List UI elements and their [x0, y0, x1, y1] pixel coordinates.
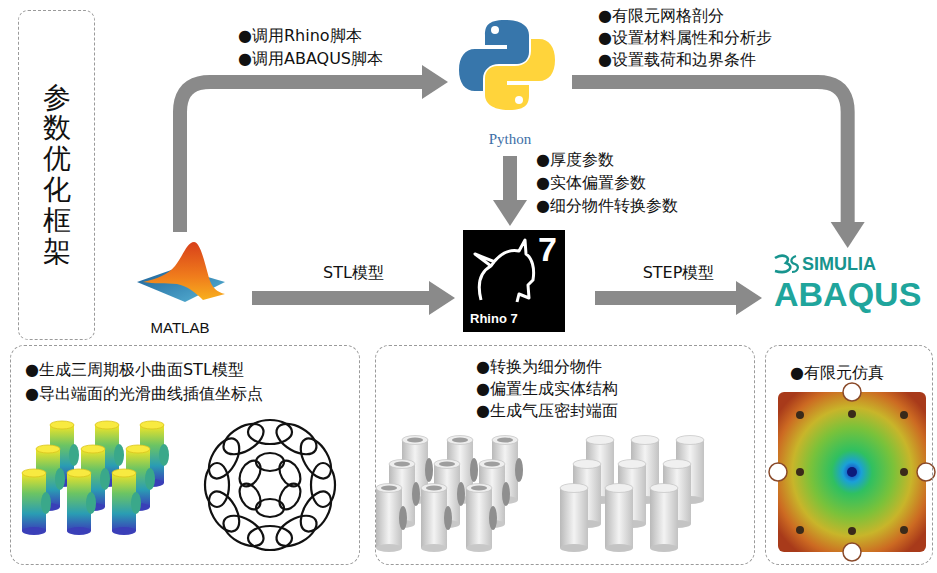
software-name: MATLAB — [151, 319, 210, 336]
brand-name: SIMULIA — [802, 254, 921, 276]
bullet-text: ●有限元仿真 — [790, 362, 922, 384]
abaqus-node: SIMULIAABAQUS — [770, 252, 925, 315]
illustration-part — [900, 526, 908, 534]
illustration-part — [769, 463, 787, 481]
arrow-shaft — [180, 82, 423, 232]
illustration-part — [466, 484, 497, 553]
arrow-head — [429, 281, 455, 315]
arrow-head — [422, 65, 448, 99]
illustration-part — [491, 26, 499, 34]
illustration-part — [796, 411, 804, 419]
bullet-text: ●转换为细分物件 — [476, 356, 740, 378]
solid-model-art — [560, 436, 704, 553]
illustration-part — [900, 468, 908, 476]
software-name: Python — [489, 131, 532, 148]
software-name: Rhino 7 — [470, 311, 518, 326]
step-panel: ●生成三周期极小曲面STL模型●导出端面的光滑曲线插值坐标点 — [10, 345, 360, 565]
software-name: ABAQUS — [774, 276, 921, 313]
illustration-part — [143, 242, 225, 300]
edge-label: STL模型 — [323, 263, 384, 283]
illustration-part — [796, 526, 804, 534]
arrow-shaft — [595, 291, 737, 305]
bullet-note: ●设置材料属性和分析步 — [598, 28, 772, 48]
illustration-part — [515, 96, 523, 104]
illustration-part — [421, 484, 452, 553]
simulia-symbol — [775, 256, 798, 272]
illustration-part — [848, 527, 856, 535]
illustration-part — [605, 484, 633, 553]
framework-panel: 参数优化框架 — [18, 10, 95, 340]
illustration-part — [848, 410, 856, 418]
edge-label: STEP模型 — [643, 263, 715, 283]
arrow-head — [736, 281, 762, 315]
rhino-logo-art — [463, 230, 565, 332]
bullet-note: ●调用ABAQUS脚本 — [238, 49, 383, 69]
python-node: Python — [452, 12, 568, 152]
arrow-head — [493, 200, 527, 226]
bullet-note: ●设置载荷和边界条件 — [598, 50, 756, 70]
subd-model-art — [376, 436, 523, 553]
illustration-part — [847, 467, 857, 477]
illustration-part — [796, 468, 804, 476]
python-logo-art — [459, 20, 555, 110]
step-panel: ●转换为细分物件●偏置生成实体结构●生成气压密封端面 — [375, 345, 755, 565]
illustration-part — [463, 230, 565, 332]
step-panel: ●有限元仿真 — [765, 345, 933, 565]
bullet-text: ●生成三周期极小曲面STL模型 — [25, 358, 345, 382]
illustration-part — [778, 392, 926, 552]
illustration-part — [775, 256, 790, 272]
flow-arrow — [252, 281, 455, 315]
illustration-part — [485, 39, 555, 110]
bullet-note: ●有限元网格剖分 — [598, 6, 724, 26]
illustration-part — [843, 543, 861, 561]
illustration-part — [560, 484, 588, 553]
arrow-shaft — [503, 156, 517, 201]
illustration-part — [22, 469, 51, 535]
bullet-note: ●厚度参数 — [536, 150, 614, 170]
illustration-part — [235, 457, 265, 490]
bullet-text: ●生成气压密封端面 — [476, 400, 740, 422]
matlab-node: MATLAB — [130, 236, 230, 338]
illustration-part — [900, 411, 908, 419]
flow-arrow — [493, 156, 527, 226]
illustration-part — [479, 240, 533, 302]
vertical-title: 参数优化框架 — [43, 83, 71, 268]
flow-arrow — [572, 82, 865, 248]
illustration-part — [650, 484, 678, 553]
version-number: 7 — [538, 232, 557, 266]
fe-result-art — [769, 383, 935, 561]
rhino-node: 7Rhino 7 — [463, 230, 565, 332]
matlab-logo-art — [137, 242, 225, 302]
bullet-note: ●细分物件转换参数 — [536, 196, 678, 216]
illustration-part — [376, 484, 407, 553]
illustration-part — [67, 469, 96, 535]
bullet-text: ●导出端面的光滑曲线插值坐标点 — [25, 382, 345, 406]
illustration-part — [275, 480, 305, 513]
illustration-part — [475, 254, 495, 266]
bullet-text: ●偏置生成实体结构 — [476, 378, 740, 400]
bullet-note: ●调用Rhino脚本 — [238, 26, 362, 46]
bullet-note: ●实体偏置参数 — [536, 173, 646, 193]
illustration-part — [843, 383, 861, 401]
flow-arrow — [595, 281, 762, 315]
end-curve-loops-art — [203, 418, 338, 553]
illustration-part — [112, 469, 141, 535]
arrow-shaft — [252, 291, 430, 305]
illustration-part — [791, 256, 797, 272]
tpms-model-art — [22, 421, 169, 535]
arrow-head — [831, 222, 865, 248]
flow-arrow — [180, 65, 448, 232]
